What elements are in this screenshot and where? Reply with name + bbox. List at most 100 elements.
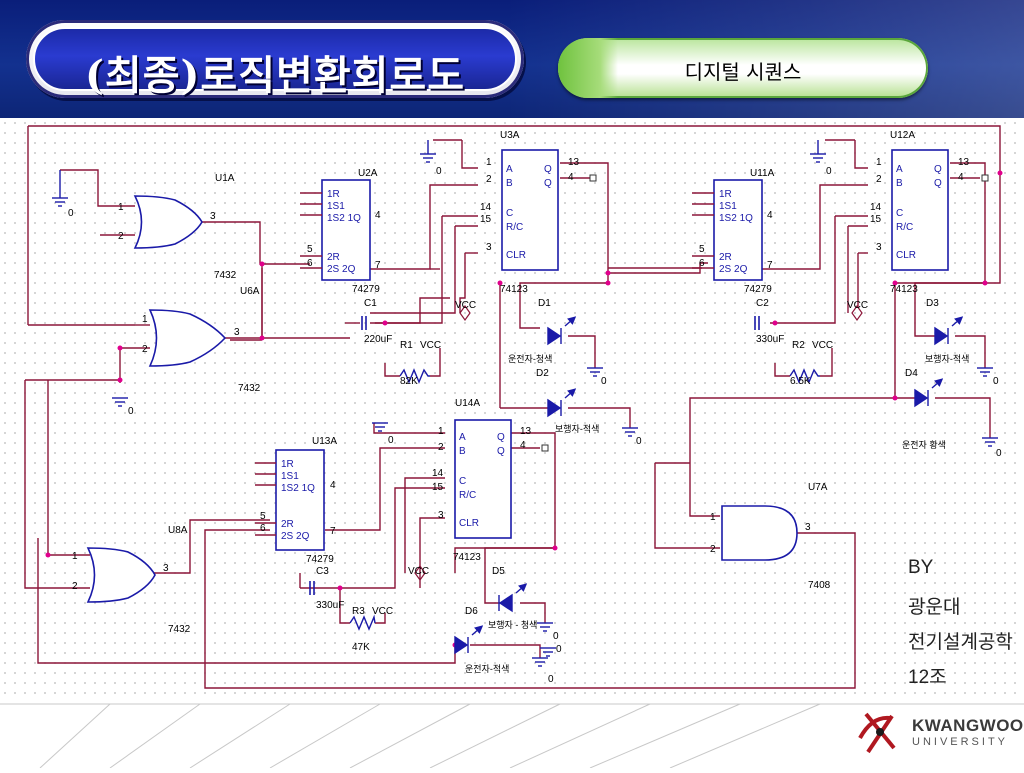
ic-u3a xyxy=(501,149,559,271)
gate-u7a xyxy=(721,505,798,561)
led-d2 xyxy=(547,388,577,418)
svg-text:6: 6 xyxy=(307,258,313,269)
svg-text:47K: 47K xyxy=(352,642,370,653)
svg-text:2R: 2R xyxy=(281,519,294,530)
svg-text:0: 0 xyxy=(556,644,562,655)
svg-text:보행자 - 청색: 보행자 - 청색 xyxy=(488,619,537,630)
svg-text:13: 13 xyxy=(568,157,580,168)
svg-text:U3A: U3A xyxy=(500,130,520,141)
svg-text:1: 1 xyxy=(486,157,492,168)
ground-7 xyxy=(977,367,993,377)
svg-text:Q: Q xyxy=(497,446,505,457)
gate-u6a xyxy=(148,309,227,367)
subtitle-pill: 디지털 시퀀스 xyxy=(558,38,928,98)
svg-text:D6: D6 xyxy=(465,606,478,617)
schematic-labels: U1A 7432 U6A 7432 U8A 7432 U2A 74279 U11… xyxy=(68,130,1002,685)
wires xyxy=(24,125,1001,689)
svg-text:2: 2 xyxy=(876,174,882,185)
svg-text:C3: C3 xyxy=(316,566,329,577)
svg-text:D5: D5 xyxy=(492,566,505,577)
ground-2 xyxy=(112,397,128,407)
svg-text:2S 2Q: 2S 2Q xyxy=(327,264,356,275)
svg-text:1R: 1R xyxy=(281,459,294,470)
ic-u12a xyxy=(891,149,949,271)
svg-text:1: 1 xyxy=(118,202,124,213)
svg-text:2: 2 xyxy=(438,442,444,453)
vcc-symbols xyxy=(414,304,863,582)
svg-text:0: 0 xyxy=(993,376,999,387)
svg-text:1: 1 xyxy=(72,551,78,562)
svg-text:2: 2 xyxy=(710,544,716,555)
svg-text:74123: 74123 xyxy=(890,284,918,295)
svg-text:1S2 1Q: 1S2 1Q xyxy=(281,483,315,494)
kwangwoon-emblem-icon xyxy=(858,712,896,754)
title-pill: (최종)로직변환회로도 xyxy=(26,20,524,99)
svg-text:3: 3 xyxy=(210,211,216,222)
svg-text:D4: D4 xyxy=(905,368,918,379)
svg-text:보행자-적색: 보행자-적색 xyxy=(555,423,599,434)
svg-text:3: 3 xyxy=(438,510,444,521)
svg-text:220uF: 220uF xyxy=(364,334,392,345)
svg-text:14: 14 xyxy=(432,468,444,479)
led-d6 xyxy=(454,625,484,655)
ground-5 xyxy=(622,427,638,437)
svg-text:1S1: 1S1 xyxy=(327,201,345,212)
svg-text:0: 0 xyxy=(553,631,559,642)
svg-text:5: 5 xyxy=(699,244,705,255)
footer-lines xyxy=(0,703,1024,769)
svg-text:3: 3 xyxy=(234,327,240,338)
svg-text:7: 7 xyxy=(330,526,336,537)
svg-text:Q: Q xyxy=(497,432,505,443)
ground-8 xyxy=(982,437,998,447)
svg-text:VCC: VCC xyxy=(455,300,476,311)
svg-text:0: 0 xyxy=(996,448,1002,459)
svg-text:1: 1 xyxy=(438,426,444,437)
svg-text:R/C: R/C xyxy=(506,222,523,233)
svg-text:Q: Q xyxy=(544,178,552,189)
slide-subtitle: 디지털 시퀀스 xyxy=(684,60,802,84)
svg-text:R3: R3 xyxy=(352,606,365,617)
svg-text:4: 4 xyxy=(520,440,526,451)
svg-text:7: 7 xyxy=(767,260,773,271)
svg-text:R/C: R/C xyxy=(459,490,476,501)
output-terminals xyxy=(541,174,989,452)
svg-text:14: 14 xyxy=(870,202,882,213)
pin-numbers: 1 2 3 1 2 3 1 2 3 1 2 3 1 2 13 4 14 15 3… xyxy=(72,157,970,592)
svg-text:Q: Q xyxy=(934,164,942,175)
resistors xyxy=(349,368,820,631)
svg-text:3: 3 xyxy=(486,242,492,253)
svg-text:A: A xyxy=(506,164,513,175)
svg-text:U11A: U11A xyxy=(750,168,775,179)
title-pill-inner: (최종)로직변환회로도 xyxy=(33,27,517,99)
svg-text:2S 2Q: 2S 2Q xyxy=(281,531,310,542)
svg-text:1: 1 xyxy=(710,512,716,523)
led-d4 xyxy=(914,378,944,408)
svg-text:R2: R2 xyxy=(792,340,805,351)
svg-text:C2: C2 xyxy=(756,298,769,309)
svg-text:15: 15 xyxy=(480,214,492,225)
svg-text:U7A: U7A xyxy=(808,482,828,493)
ic-u13a xyxy=(275,449,325,551)
svg-text:CLR: CLR xyxy=(896,250,916,261)
svg-text:74279: 74279 xyxy=(306,554,334,565)
svg-text:3: 3 xyxy=(805,522,811,533)
led-d3 xyxy=(934,316,964,346)
svg-text:CLR: CLR xyxy=(506,250,526,261)
svg-text:6.5K: 6.5K xyxy=(790,376,811,387)
svg-text:C: C xyxy=(896,208,903,219)
svg-text:0: 0 xyxy=(68,208,74,219)
svg-text:7432: 7432 xyxy=(168,624,191,635)
svg-text:U2A: U2A xyxy=(358,168,378,179)
svg-text:C: C xyxy=(506,208,513,219)
ground-3 xyxy=(420,140,436,163)
svg-text:14: 14 xyxy=(480,202,492,213)
svg-text:A: A xyxy=(896,164,903,175)
svg-text:C: C xyxy=(459,476,466,487)
led-d5 xyxy=(498,583,528,613)
svg-text:2: 2 xyxy=(486,174,492,185)
svg-text:B: B xyxy=(896,178,903,189)
svg-text:U8A: U8A xyxy=(168,525,188,536)
svg-text:0: 0 xyxy=(601,376,607,387)
